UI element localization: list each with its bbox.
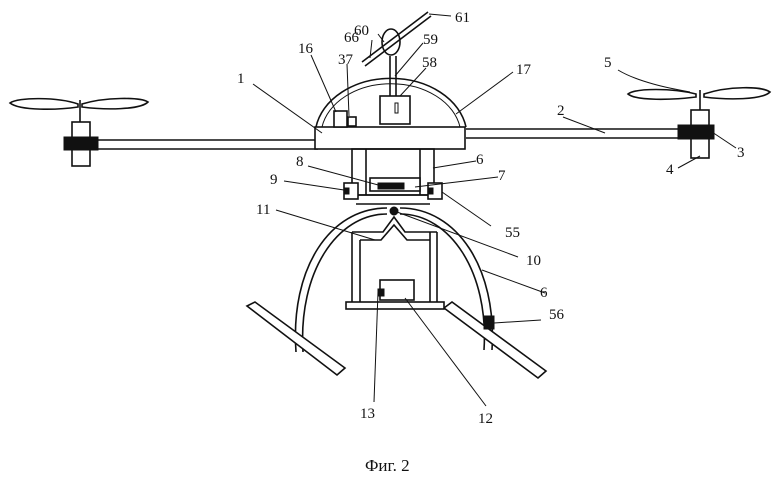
payload-frame bbox=[346, 217, 444, 309]
label-6-upper: 6 bbox=[476, 152, 484, 168]
label-4: 4 bbox=[666, 162, 674, 178]
reference-numerals: 1 2 3 4 5 6 7 8 9 55 10 11 6 56 13 12 16… bbox=[237, 10, 745, 427]
label-11: 11 bbox=[256, 202, 270, 218]
label-7: 7 bbox=[498, 168, 506, 184]
lower-housing bbox=[352, 149, 434, 195]
label-1: 1 bbox=[237, 71, 245, 87]
top-antenna bbox=[362, 12, 431, 124]
label-12: 12 bbox=[478, 411, 493, 427]
label-2: 2 bbox=[557, 103, 565, 119]
label-37: 37 bbox=[338, 52, 354, 68]
label-58: 58 bbox=[422, 55, 437, 71]
central-body bbox=[315, 127, 465, 149]
label-5: 5 bbox=[604, 55, 612, 71]
leader-lines bbox=[253, 14, 736, 406]
label-56: 56 bbox=[549, 307, 565, 323]
label-8: 8 bbox=[296, 154, 304, 170]
component-37 bbox=[334, 111, 356, 127]
label-16: 16 bbox=[298, 41, 314, 57]
label-13: 13 bbox=[360, 406, 375, 422]
left-rotor-assembly bbox=[10, 98, 148, 166]
label-6-lower: 6 bbox=[540, 285, 548, 301]
label-9: 9 bbox=[270, 172, 278, 188]
label-17: 17 bbox=[516, 62, 532, 78]
label-3: 3 bbox=[737, 145, 745, 161]
right-rotor-assembly bbox=[628, 88, 770, 158]
label-66: 66 bbox=[344, 30, 360, 46]
label-55: 55 bbox=[505, 225, 520, 241]
label-10: 10 bbox=[526, 253, 541, 269]
figure-caption: Фиг. 2 bbox=[365, 456, 410, 475]
label-59: 59 bbox=[423, 32, 438, 48]
label-61: 61 bbox=[455, 10, 470, 26]
